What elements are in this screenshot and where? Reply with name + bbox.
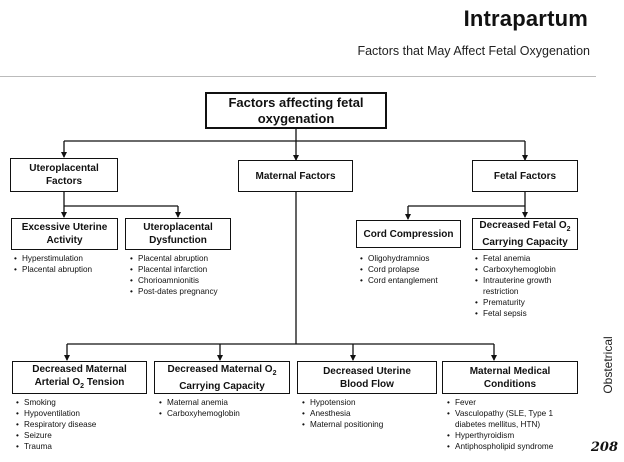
list-item: Hyperthyroidism <box>447 430 571 441</box>
uteroplacental-factors-line1: Uteroplacental <box>29 163 99 174</box>
decreased-maternal-o2-line2: Carrying Capacity <box>179 380 265 392</box>
section-side-label-text: Obstetrical <box>601 336 615 394</box>
list-item: Smoking <box>16 397 146 408</box>
cord-compression-list: Oligohydramnios Cord prolapse Cord entan… <box>360 253 470 286</box>
excessive-uterine-activity-list: Hyperstimulation Placental abruption <box>14 253 124 275</box>
list-item: Respiratory disease <box>16 419 146 430</box>
list-item: Seizure <box>16 430 146 441</box>
uteroplacental-factors-line2: Factors <box>45 176 83 187</box>
maternal-medical-conditions-line1: Maternal Medical <box>469 365 551 377</box>
excessive-uterine-activity-line2: Activity <box>46 235 83 246</box>
excessive-uterine-activity-box: Excessive Uterine Activity <box>11 218 118 250</box>
decreased-fetal-o2-line1-subscript: 2 <box>566 226 571 233</box>
uteroplacental-dysfunction-line1: Uteroplacental <box>143 222 213 233</box>
list-item: Hypoventilation <box>16 408 146 419</box>
list-item: Fetal sepsis <box>475 308 587 319</box>
decreased-maternal-arterial-line2: Arterial O2 Tension <box>35 376 125 393</box>
list-item: Vasculopathy (SLE, Type 1 diabetes melli… <box>447 408 571 430</box>
maternal-medical-conditions-line2: Conditions <box>483 378 537 390</box>
list-item: Maternal anemia <box>159 397 289 408</box>
list-item: Placental abruption <box>14 264 124 275</box>
maternal-medical-conditions-box: Maternal Medical Conditions <box>442 361 578 394</box>
decreased-uterine-blood-flow-box: Decreased Uterine Blood Flow <box>297 361 437 394</box>
list-item: Prematurity <box>475 297 587 308</box>
uteroplacental-factors-box: Uteroplacental Factors <box>10 158 118 192</box>
list-item: Fever <box>447 397 571 408</box>
list-item: Intrauterine growth restriction <box>475 275 587 297</box>
list-item: Placental abruption <box>130 253 240 264</box>
list-item: Hyperstimulation <box>14 253 124 264</box>
list-item: Chorioamnionitis <box>130 275 240 286</box>
decreased-fetal-o2-list: Fetal anemia Carboxyhemoglobin Intrauter… <box>475 253 587 319</box>
decreased-maternal-arterial-line2-text: Arterial O <box>34 376 81 388</box>
list-item: Cord prolapse <box>360 264 470 275</box>
maternal-factors-label: Maternal Factors <box>255 170 336 182</box>
cord-compression-box: Cord Compression <box>356 220 461 248</box>
uteroplacental-dysfunction-box: Uteroplacental Dysfunction <box>125 218 231 250</box>
decreased-fetal-o2-line1-text: Decreased Fetal O <box>479 220 567 231</box>
decreased-fetal-o2-line1: Decreased Fetal O2 <box>479 219 570 236</box>
decreased-uterine-blood-flow-line1: Decreased Uterine <box>323 365 411 377</box>
decreased-maternal-arterial-box: Decreased Maternal Arterial O2 Tension <box>12 361 147 394</box>
excessive-uterine-activity-line1: Excessive Uterine <box>21 222 108 233</box>
list-item: Carboxyhemoglobin <box>475 264 587 275</box>
list-item: Anesthesia <box>302 408 437 419</box>
decreased-fetal-o2-box: Decreased Fetal O2 Carrying Capacity <box>472 218 578 250</box>
uteroplacental-dysfunction-line2: Dysfunction <box>149 235 207 246</box>
header-divider <box>0 76 596 77</box>
fetal-factors-label: Fetal Factors <box>493 170 557 182</box>
decreased-maternal-arterial-line1: Decreased Maternal <box>32 363 127 375</box>
cord-compression-label: Cord Compression <box>363 228 454 240</box>
decreased-maternal-o2-line1-text: Decreased Maternal O <box>167 363 273 375</box>
list-item: Oligohydramnios <box>360 253 470 264</box>
root-node-line2: oxygenation <box>257 110 335 126</box>
decreased-fetal-o2-line2: Carrying Capacity <box>482 237 568 248</box>
decreased-maternal-o2-subscript: 2 <box>272 369 277 377</box>
decreased-maternal-arterial-line2-suffix: Tension <box>84 376 125 388</box>
page-title: Intrapartum <box>463 6 588 31</box>
list-item: Maternal positioning <box>302 419 437 430</box>
decreased-maternal-arterial-subscript: 2 <box>80 382 85 390</box>
list-item: Trauma <box>16 441 146 452</box>
page-number: 208 <box>590 440 618 455</box>
root-node-line1: Factors affecting fetal <box>228 94 364 110</box>
decreased-uterine-blood-flow-line2: Blood Flow <box>340 378 394 390</box>
section-side-label: Obstetrical <box>598 310 618 420</box>
uteroplacental-dysfunction-list: Placental abruption Placental infarction… <box>130 253 240 297</box>
maternal-factors-box: Maternal Factors <box>238 160 353 192</box>
decreased-maternal-o2-box: Decreased Maternal O2 Carrying Capacity <box>154 361 290 394</box>
decreased-maternal-o2-list: Maternal anemia Carboxyhemoglobin <box>159 397 289 419</box>
list-item: Placental infarction <box>130 264 240 275</box>
fetal-factors-box: Fetal Factors <box>472 160 578 192</box>
list-item: Hypotension <box>302 397 437 408</box>
list-item: Cord entanglement <box>360 275 470 286</box>
list-item: Antiphospholipid syndrome <box>447 441 571 452</box>
decreased-maternal-o2-line1: Decreased Maternal O2 <box>168 363 277 380</box>
maternal-medical-conditions-list: Fever Vasculopathy (SLE, Type 1 diabetes… <box>447 397 571 452</box>
root-node-box: Factors affecting fetal oxygenation <box>205 92 387 129</box>
list-item: Carboxyhemoglobin <box>159 408 289 419</box>
list-item: Post-dates pregnancy <box>130 286 240 297</box>
decreased-maternal-arterial-list: Smoking Hypoventilation Respiratory dise… <box>16 397 146 452</box>
decreased-uterine-blood-flow-list: Hypotension Anesthesia Maternal position… <box>302 397 437 430</box>
page-subtitle: Factors that May Affect Fetal Oxygenatio… <box>357 44 590 58</box>
list-item: Fetal anemia <box>475 253 587 264</box>
